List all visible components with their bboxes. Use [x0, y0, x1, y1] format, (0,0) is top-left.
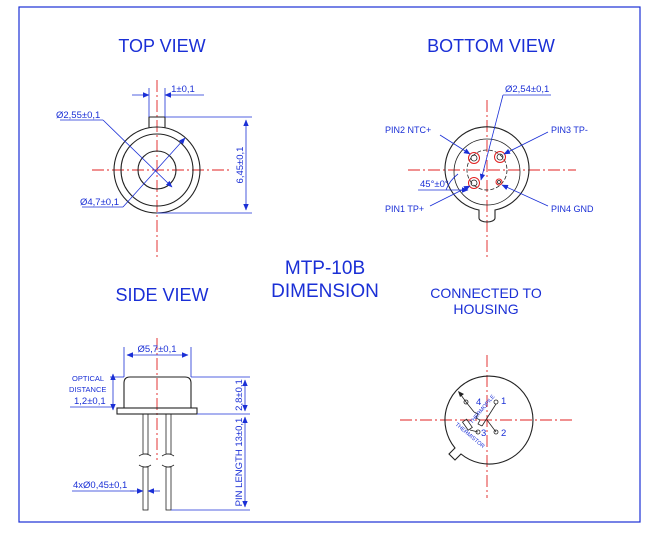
ground-arrow: [460, 394, 467, 403]
pin4-marker: [495, 178, 503, 186]
inner-diameter-arrow: [102, 119, 173, 188]
side-pin-right-upper: [165, 413, 172, 455]
outer-diameter-arrow: [122, 137, 186, 208]
side-view-title: SIDE VIEW: [115, 285, 208, 305]
height-label: 6,45±0,1: [235, 147, 246, 184]
angle-arc: [445, 173, 459, 191]
pin1-marker: [468, 177, 480, 189]
pin2-leader: [439, 134, 471, 155]
schematic-label-4: 4: [476, 397, 481, 408]
schematic-pin3: [475, 429, 481, 435]
bottom-view: Ø2,54±0,1 PIN2 NTC+ PIN3 TP- PIN1 TP+ PI…: [385, 84, 594, 260]
side-pin-left-lower: [142, 466, 149, 511]
pin3-marker: [494, 151, 506, 163]
optical-label-line2: DISTANCE: [69, 385, 106, 394]
schematic-outline: [444, 375, 534, 465]
thermopile-wire-1: [481, 403, 497, 427]
pin3-label: PIN3 TP-: [551, 125, 588, 135]
pin-circle-diameter-label: Ø2,54±0,1: [505, 84, 549, 95]
top-view: 1±0,1 Ø2,55±0,1 Ø4,7±0,1 6,45±0,1: [56, 80, 252, 258]
pin-circle-dim-arrow: [479, 94, 504, 181]
pin-break-upper: [138, 453, 175, 457]
optical-distance-value: 1,2±0,1: [74, 396, 106, 407]
top-view-tab: [148, 116, 166, 128]
pin4-leader: [501, 184, 549, 207]
side-view-flange: [116, 407, 198, 415]
schematic-pin2: [493, 429, 499, 435]
pin-length-label: PIN LENGTH 13±0,1: [234, 418, 245, 507]
schematic-pin1: [493, 399, 499, 405]
bottom-view-title: BOTTOM VIEW: [427, 36, 555, 56]
outer-diameter-label: Ø4,7±0,1: [80, 197, 119, 208]
pin2-marker: [468, 152, 480, 164]
pin3-leader: [503, 131, 549, 155]
inner-diameter-label: Ø2,55±0,1: [56, 110, 100, 121]
thermopile-symbol: [473, 411, 483, 427]
bottom-view-inner-circle: [453, 138, 521, 206]
schematic-label-3: 3: [481, 428, 486, 439]
body-diameter-label: Ø5,7±0,1: [137, 344, 176, 355]
bottom-view-outline: [444, 126, 530, 223]
body-height-label: 2,8±0,1: [234, 379, 245, 411]
top-view-inner-ring: [120, 133, 194, 207]
thermistor-wire-3: [469, 429, 479, 433]
side-pin-left-upper: [142, 413, 149, 455]
schematic-label-2: 2: [501, 428, 506, 439]
ground-wire-2: [486, 419, 497, 433]
angle-label: 45°±0°: [420, 179, 449, 190]
optical-label-line1: OPTICAL: [72, 374, 104, 383]
connected-title-line2: HOUSING: [453, 301, 518, 317]
top-view-title: TOP VIEW: [118, 36, 205, 56]
schematic-view: 4 1 3 2 THERMOPILE THERMISTOR: [400, 355, 573, 498]
connected-title-line1: CONNECTED TO: [430, 285, 542, 301]
pin1-label: PIN1 TP+: [385, 204, 424, 214]
schematic-pin4: [463, 399, 469, 405]
pin-circle: [466, 149, 508, 191]
pin-diameter-label: 4xØ0,45±0,1: [73, 480, 127, 491]
side-pin-right-lower: [165, 466, 172, 511]
thermistor-symbol: [461, 418, 473, 431]
side-view: Ø5,7±0,1 OPTICAL DISTANCE 1,2±0,1 2,8±0,…: [69, 338, 250, 511]
pin2-label: PIN2 NTC+: [385, 125, 431, 135]
tab-width-label: 1±0,1: [171, 84, 195, 95]
side-view-cap: [123, 376, 192, 408]
model-title: MTP-10B: [285, 258, 365, 279]
ground-arrow-head: [458, 391, 464, 397]
drawing-frame: [18, 6, 641, 523]
schematic-label-1: 1: [501, 396, 506, 407]
top-view-window: [137, 150, 177, 190]
pin4-label: PIN4 GND: [551, 204, 594, 214]
dimension-title: DIMENSION: [271, 281, 379, 302]
